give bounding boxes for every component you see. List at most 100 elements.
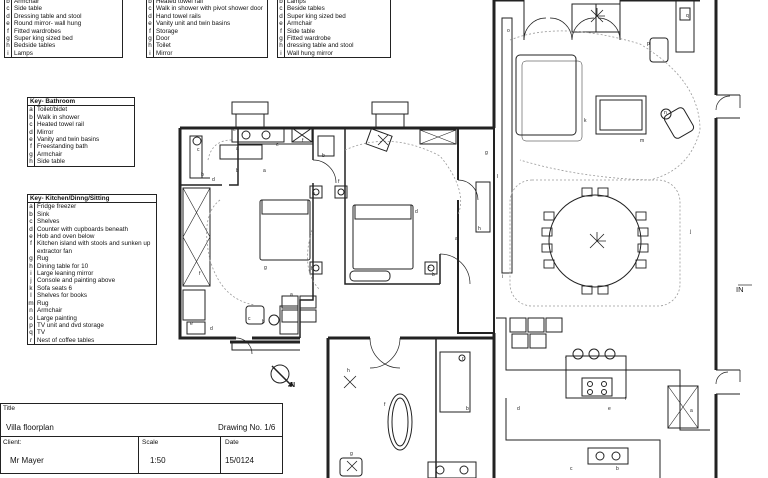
key-letter: f — [28, 240, 35, 256]
key-text: Rug — [37, 255, 49, 263]
svg-text:f: f — [302, 138, 304, 144]
key-letter: o — [28, 314, 35, 322]
key-letter: e — [5, 20, 12, 28]
key-letter: g — [147, 35, 154, 43]
key-letter: e — [278, 20, 285, 28]
svg-text:a: a — [290, 292, 293, 298]
key-letter: g — [28, 255, 35, 263]
key-text: Door — [156, 35, 170, 43]
key-text: Sink — [37, 210, 50, 218]
client-label: Client: — [3, 439, 22, 446]
key-letter: i — [5, 49, 12, 58]
key-letter: b — [147, 0, 154, 6]
key-letter: j — [28, 277, 35, 285]
svg-text:b: b — [262, 319, 265, 325]
key-letter: h — [28, 262, 35, 271]
svg-text:c: c — [570, 466, 573, 472]
key-text: Hand towel rails — [156, 12, 201, 20]
key-text: Side table — [14, 5, 43, 13]
key-letter: c — [5, 5, 12, 13]
svg-text:d: d — [517, 406, 520, 412]
key-letter: h — [5, 42, 12, 50]
svg-text:a: a — [690, 408, 693, 414]
key-letter: f — [278, 27, 285, 36]
drawing-number: Drawing No. 1/6 — [218, 423, 276, 432]
entry-label: IN — [736, 285, 744, 294]
svg-text:c: c — [197, 147, 200, 153]
key-text: Nest of coffee tables — [37, 336, 95, 344]
svg-text:b: b — [322, 153, 325, 159]
key-text: Large leaning mirror — [37, 270, 94, 278]
svg-text:e: e — [190, 321, 193, 327]
key-text: Walk in shower — [37, 113, 80, 121]
key-letter: k — [28, 284, 35, 293]
key-text: Super king sized bed — [14, 35, 73, 43]
key-text: Console and painting above — [37, 277, 116, 285]
svg-text:g: g — [485, 150, 488, 156]
key-text: Armchair — [14, 0, 40, 5]
key-text: Kitchen island with stools and sunken up… — [37, 240, 151, 255]
key-text: Toilet/bidet — [37, 106, 68, 114]
north-arrow-icon — [270, 364, 293, 387]
key-text: Hob and oven below — [37, 233, 95, 241]
key-letter: p — [28, 321, 35, 330]
key-text: Fitted wardrobes — [14, 27, 61, 35]
svg-text:o: o — [507, 28, 510, 34]
svg-text:d: d — [212, 177, 215, 183]
key-letter: c — [278, 5, 285, 13]
key-letter: e — [28, 136, 35, 144]
key-text: Shelves for books — [37, 292, 88, 300]
key-letter: h — [147, 42, 154, 50]
key-letter: i — [28, 270, 35, 278]
svg-text:a: a — [236, 146, 239, 152]
svg-text:r: r — [462, 356, 464, 362]
key-letter: g — [278, 35, 285, 43]
key-text: Vanity and twin basins — [37, 136, 100, 144]
key-letter: d — [5, 12, 12, 21]
key-letter: b — [5, 0, 12, 6]
svg-text:m: m — [640, 138, 644, 144]
key-letter: l — [28, 292, 35, 300]
key-letter: f — [5, 27, 12, 36]
svg-text:n: n — [664, 110, 667, 116]
client-cell — [0, 436, 140, 474]
svg-text:g: g — [350, 451, 353, 457]
svg-text:e: e — [608, 406, 611, 412]
svg-text:l: l — [497, 174, 498, 180]
svg-text:p: p — [647, 41, 650, 47]
svg-text:b: b — [201, 172, 204, 178]
svg-text:e: e — [276, 142, 279, 148]
key-text: Freestanding bath — [37, 143, 88, 151]
key-letter: b — [28, 113, 35, 122]
svg-text:f: f — [199, 271, 201, 277]
key-letter: g — [5, 35, 12, 43]
